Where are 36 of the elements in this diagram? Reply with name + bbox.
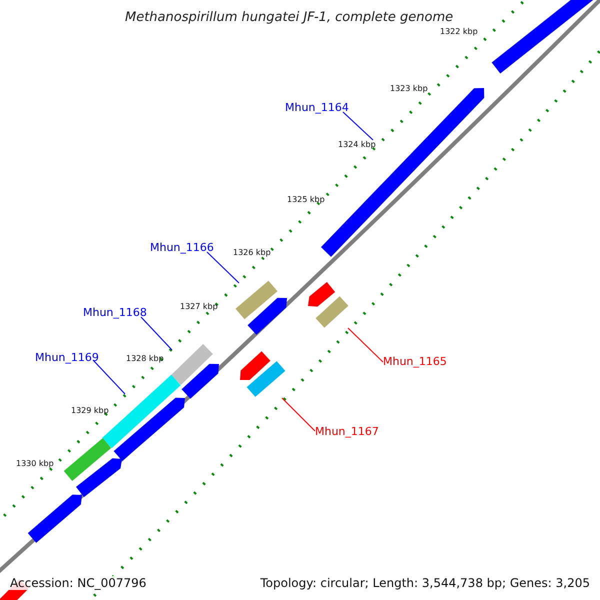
gene-segment xyxy=(316,296,348,328)
gene-segment xyxy=(248,298,287,335)
gene-segment xyxy=(182,364,219,399)
gene-segment xyxy=(64,438,112,481)
tick-label: 1328 kbp xyxy=(126,355,164,363)
tick-label: 1324 kbp xyxy=(338,141,376,149)
tick-label: 1323 kbp xyxy=(390,85,428,93)
gene-label: Mhun_1164 xyxy=(285,102,349,113)
gene-label: Mhun_1165 xyxy=(383,356,447,367)
tick-label: 1325 kbp xyxy=(287,196,325,204)
gene-label: Mhun_1169 xyxy=(35,352,99,363)
leader-line xyxy=(282,398,316,432)
gene-segment xyxy=(246,361,286,397)
gene-segment xyxy=(114,398,185,461)
gene-segment xyxy=(171,344,213,385)
leader-line xyxy=(92,360,126,394)
info-text: Topology: circular; Length: 3,544,738 bp; Genes: 3,205 xyxy=(258,576,592,590)
leader-line xyxy=(342,112,374,140)
map-title: Methanospirillum hungatei JF-1, complete genome xyxy=(125,11,454,24)
info-text: Accession: NC_007796 xyxy=(8,576,148,590)
tick-label: 1329 kbp xyxy=(71,407,109,415)
tick-label: 1327 kbp xyxy=(180,303,218,311)
tick-label: 1322 kbp xyxy=(440,28,478,36)
tick-label: 1330 kbp xyxy=(16,460,54,468)
gene-label: Mhun_1166 xyxy=(150,242,214,253)
gene-segment xyxy=(308,282,336,307)
leader-line xyxy=(348,328,384,362)
gene-segment xyxy=(236,280,278,320)
gene-segment xyxy=(76,458,122,498)
leader-line xyxy=(206,252,240,284)
gene-segment xyxy=(240,351,270,380)
tick-label: 1326 kbp xyxy=(233,249,271,257)
gene-label: Mhun_1168 xyxy=(83,307,147,318)
gene-segment xyxy=(28,494,82,543)
gene-label: Mhun_1167 xyxy=(315,426,379,437)
leader-line xyxy=(140,316,172,350)
